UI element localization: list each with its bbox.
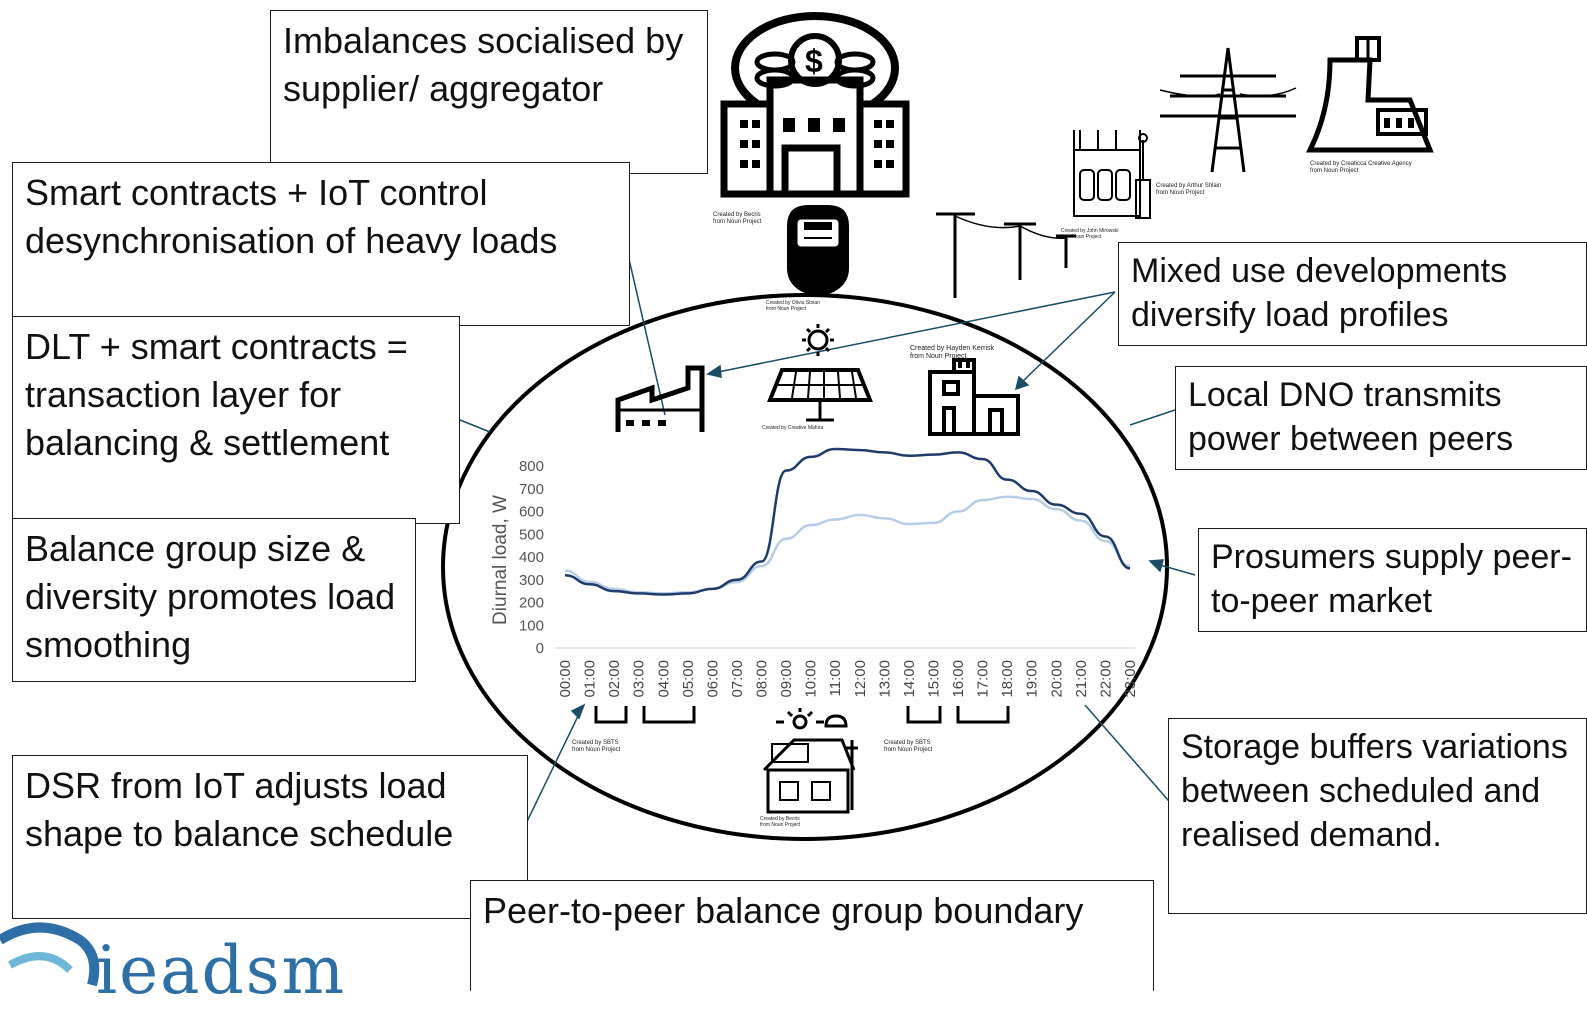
connector-lines <box>454 219 1196 837</box>
callout-dlt: DLT + smart contracts = transaction laye… <box>12 316 460 524</box>
arrowhead-mixed-use-2 <box>1014 375 1030 391</box>
connector-dsr <box>519 711 581 837</box>
x-tick-label: 14:00 <box>901 660 918 698</box>
callout-dsr: DSR from IoT adjusts load shape to balan… <box>12 755 528 919</box>
credit-building: Created by Hayden Kerrisk from Noun Proj… <box>910 345 995 360</box>
pylon-icon <box>1159 47 1297 173</box>
credit-plant: Created by Creaticca Creative Agency fro… <box>1310 161 1412 174</box>
y-tick-label: 800 <box>519 458 544 475</box>
x-tick-label: 15:00 <box>925 660 942 698</box>
x-tick-label: 04:00 <box>655 660 672 698</box>
x-tick-label: 08:00 <box>754 660 771 698</box>
series-line-2 <box>564 495 1131 595</box>
power-line-icon <box>936 212 1076 298</box>
solar-panel-icon <box>767 324 873 422</box>
credit-bank: Created by Becris from Noun Project <box>713 212 762 225</box>
x-tick-label: 02:00 <box>606 660 623 698</box>
credit-pylon: Created by Arthur Shlain from Noun Proje… <box>1156 183 1222 196</box>
battery-icon-left <box>594 706 696 724</box>
y-tick-label: 300 <box>519 572 544 589</box>
x-tick-label: 17:00 <box>975 660 992 698</box>
credit-house: Created by Becris from Noun Project <box>760 816 801 828</box>
arrowhead-dsr <box>570 703 586 720</box>
y-tick-label: 100 <box>519 617 544 634</box>
y-tick-label: 200 <box>519 595 544 612</box>
x-tick-label: 10:00 <box>803 660 820 698</box>
callout-peer-boundary: Peer-to-peer balance group boundary <box>470 880 1154 991</box>
x-tick-label: 20:00 <box>1048 660 1065 698</box>
callout-smart-contracts-iot: Smart contracts + IoT control desynchron… <box>12 162 630 326</box>
x-tick-label: 00:00 <box>557 660 574 698</box>
logo-mark <box>0 922 100 987</box>
x-tick-label: 21:00 <box>1073 660 1090 698</box>
substation-icon <box>1073 130 1151 219</box>
x-tick-label: 19:00 <box>1024 660 1041 698</box>
callout-mixed-use: Mixed use developments diversify load pr… <box>1118 242 1587 346</box>
y-axis-ticks: 0 100 200 300 400 500 600 700 800 <box>519 458 544 657</box>
bank-icon: $ <box>720 12 910 198</box>
y-tick-label: 0 <box>536 640 544 657</box>
callout-storage: Storage buffers variations between sched… <box>1168 718 1587 914</box>
x-tick-label: 11:00 <box>827 660 844 696</box>
connector-local-dno <box>1129 409 1176 426</box>
connector-dlt <box>454 417 491 433</box>
x-tick-label: 18:00 <box>999 660 1016 698</box>
x-tick-label: 05:00 <box>680 660 697 698</box>
credit-substation: Created by John Mirowski from Noun Proje… <box>1061 228 1119 240</box>
battery-icon-right <box>906 706 1010 724</box>
x-tick-label: 13:00 <box>876 660 893 698</box>
connector-mixed-use-1 <box>717 291 1116 373</box>
connector-prosumers <box>1159 564 1196 576</box>
factory-icon <box>615 365 705 432</box>
chart-series <box>564 447 1131 596</box>
balance-group-ellipse <box>441 293 1169 841</box>
y-axis-label: Diurnal load, W <box>490 495 511 625</box>
x-tick-label: 23:00 <box>1122 660 1139 698</box>
load-chart: Diurnal load, W 0 100 200 300 400 500 600 700 80… <box>490 447 1139 698</box>
credit-battery-left: Created by SBTS from Noun Project <box>572 740 621 753</box>
callout-local-dno: Local DNO transmits power between peers <box>1175 366 1587 470</box>
connector-storage <box>1084 704 1176 809</box>
credit-battery-right: Created by SBTS from Noun Project <box>884 740 933 753</box>
x-tick-label: 12:00 <box>852 660 869 698</box>
arrowhead-mixed-use-1 <box>706 364 722 378</box>
x-tick-label: 03:00 <box>631 660 648 698</box>
credit-solar: Created by Creative Mahira <box>762 425 824 431</box>
callout-imbalances: Imbalances socialised by supplier/ aggre… <box>270 10 708 174</box>
svg-text:$: $ <box>805 43 823 79</box>
x-tick-label: 22:00 <box>1097 660 1114 698</box>
power-plant-icon <box>1305 36 1434 153</box>
building-icon <box>928 358 1020 436</box>
x-tick-label: 06:00 <box>704 660 721 698</box>
y-tick-label: 600 <box>519 504 544 521</box>
x-tick-label: 01:00 <box>582 660 599 698</box>
series-line-1 <box>564 447 1131 596</box>
connector-mixed-use-2 <box>1021 291 1116 383</box>
arrowhead-prosumers <box>1148 559 1165 573</box>
x-tick-label: 07:00 <box>729 660 746 698</box>
smart-meter-icon <box>787 205 849 298</box>
y-tick-label: 500 <box>519 526 544 543</box>
callout-balance-group: Balance group size & diversity promotes … <box>12 518 416 682</box>
callout-prosumers: Prosumers supply peer-to-peer market <box>1198 528 1587 632</box>
y-tick-label: 400 <box>519 549 544 566</box>
x-tick-label: 16:00 <box>950 660 967 698</box>
credit-meter: Created by Oliviu Stoian from Noun Proje… <box>766 300 820 312</box>
y-tick-label: 700 <box>519 481 544 498</box>
x-axis-ticks: 00:00 01:00 02:00 03:00 04:00 05:00 06:00 07:00… <box>557 660 1139 698</box>
x-tick-label: 09:00 <box>778 660 795 698</box>
prosumer-house-icon <box>762 708 858 814</box>
logo-text: ieadsm <box>96 932 347 1009</box>
